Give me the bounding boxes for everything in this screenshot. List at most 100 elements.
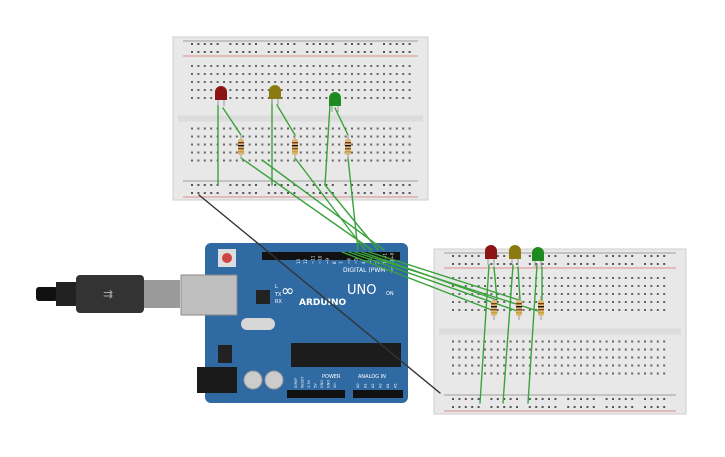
rail-hole[interactable] — [567, 406, 570, 408]
terminal-hole[interactable] — [344, 159, 347, 162]
rail-hole[interactable] — [351, 51, 353, 53]
rail-hole[interactable] — [312, 43, 315, 45]
terminal-hole[interactable] — [644, 356, 646, 359]
terminal-hole[interactable] — [624, 293, 627, 295]
terminal-hole[interactable] — [395, 89, 398, 91]
resistor-right-1[interactable] — [491, 300, 497, 316]
terminal-hole[interactable] — [383, 127, 385, 130]
terminal-hole[interactable] — [663, 309, 666, 311]
terminal-hole[interactable] — [306, 89, 309, 91]
terminal-hole[interactable] — [255, 65, 257, 67]
terminal-hole[interactable] — [408, 143, 411, 146]
terminal-hole[interactable] — [210, 89, 213, 91]
terminal-hole[interactable] — [580, 364, 582, 367]
terminal-hole[interactable] — [280, 151, 283, 154]
rail-hole[interactable] — [548, 255, 550, 257]
terminal-hole[interactable] — [408, 81, 411, 83]
terminal-hole[interactable] — [452, 293, 454, 295]
terminal-hole[interactable] — [477, 301, 480, 303]
rail-hole[interactable] — [656, 398, 659, 400]
rail-hole[interactable] — [644, 406, 646, 408]
terminal-hole[interactable] — [573, 356, 576, 359]
terminal-hole[interactable] — [242, 65, 245, 67]
rail-hole[interactable] — [490, 263, 493, 265]
terminal-hole[interactable] — [458, 293, 461, 295]
terminal-hole[interactable] — [357, 65, 360, 67]
terminal-hole[interactable] — [376, 135, 379, 138]
terminal-hole[interactable] — [452, 372, 454, 375]
terminal-hole[interactable] — [383, 151, 385, 154]
terminal-hole[interactable] — [351, 143, 353, 146]
rail-hole[interactable] — [344, 192, 347, 194]
terminal-hole[interactable] — [644, 348, 646, 351]
rail-hole[interactable] — [274, 51, 277, 53]
terminal-hole[interactable] — [477, 285, 480, 287]
terminal-hole[interactable] — [471, 356, 474, 359]
terminal-hole[interactable] — [299, 81, 302, 83]
terminal-hole[interactable] — [592, 340, 595, 343]
terminal-hole[interactable] — [464, 293, 467, 295]
terminal-hole[interactable] — [191, 135, 193, 138]
terminal-hole[interactable] — [496, 309, 499, 311]
rail-hole[interactable] — [389, 184, 392, 186]
terminal-hole[interactable] — [325, 143, 328, 146]
terminal-hole[interactable] — [490, 340, 493, 343]
terminal-hole[interactable] — [484, 340, 486, 343]
wire-led-resistor[interactable] — [222, 107, 242, 136]
rail-hole[interactable] — [528, 406, 531, 408]
terminal-hole[interactable] — [293, 73, 296, 75]
terminal-hole[interactable] — [287, 127, 289, 130]
terminal-hole[interactable] — [306, 135, 309, 138]
terminal-hole[interactable] — [197, 97, 200, 99]
wire-pin-to-resistor[interactable] — [240, 157, 373, 251]
terminal-hole[interactable] — [331, 89, 334, 91]
terminal-hole[interactable] — [522, 340, 525, 343]
rail-hole[interactable] — [541, 406, 544, 408]
terminal-hole[interactable] — [541, 356, 544, 359]
terminal-hole[interactable] — [235, 151, 238, 154]
terminal-hole[interactable] — [496, 340, 499, 343]
terminal-hole[interactable] — [509, 348, 512, 351]
rail-hole[interactable] — [344, 43, 347, 45]
terminal-hole[interactable] — [402, 143, 405, 146]
terminal-hole[interactable] — [280, 73, 283, 75]
wire-green-led-gnd[interactable] — [324, 104, 331, 186]
rail-hole[interactable] — [293, 192, 296, 194]
terminal-hole[interactable] — [306, 73, 309, 75]
terminal-hole[interactable] — [344, 81, 347, 83]
terminal-hole[interactable] — [299, 135, 302, 138]
led-red-right-dome[interactable] — [485, 245, 497, 257]
rail-hole[interactable] — [548, 398, 550, 400]
terminal-hole[interactable] — [402, 73, 405, 75]
terminal-hole[interactable] — [351, 159, 353, 162]
terminal-hole[interactable] — [312, 89, 315, 91]
terminal-hole[interactable] — [235, 73, 238, 75]
terminal-hole[interactable] — [363, 97, 366, 99]
terminal-hole[interactable] — [612, 301, 614, 303]
terminal-hole[interactable] — [471, 372, 474, 375]
terminal-hole[interactable] — [389, 159, 392, 162]
usb-cable[interactable]: ⇉ — [36, 275, 180, 313]
terminal-hole[interactable] — [248, 81, 251, 83]
terminal-hole[interactable] — [484, 277, 486, 279]
rail-hole[interactable] — [331, 43, 334, 45]
rail-hole[interactable] — [496, 263, 499, 265]
terminal-hole[interactable] — [490, 277, 493, 279]
terminal-hole[interactable] — [331, 73, 334, 75]
terminal-hole[interactable] — [509, 277, 512, 279]
terminal-hole[interactable] — [338, 159, 341, 162]
terminal-hole[interactable] — [261, 143, 264, 146]
terminal-hole[interactable] — [522, 356, 525, 359]
rail-hole[interactable] — [554, 406, 557, 408]
rail-hole[interactable] — [567, 398, 570, 400]
terminal-hole[interactable] — [503, 372, 506, 375]
terminal-hole[interactable] — [637, 364, 640, 367]
terminal-hole[interactable] — [299, 143, 302, 146]
terminal-hole[interactable] — [464, 364, 467, 367]
terminal-hole[interactable] — [242, 159, 245, 162]
terminal-hole[interactable] — [618, 285, 621, 287]
terminal-hole[interactable] — [624, 340, 627, 343]
terminal-hole[interactable] — [618, 348, 621, 351]
terminal-hole[interactable] — [363, 127, 366, 130]
rail-hole[interactable] — [503, 406, 506, 408]
